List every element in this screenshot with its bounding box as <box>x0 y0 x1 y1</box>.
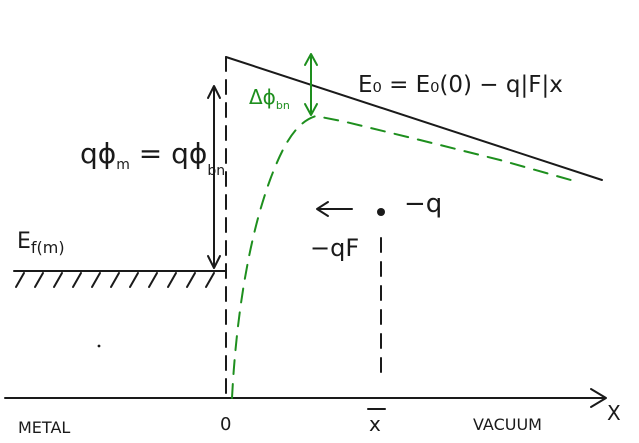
charge-label: −q <box>404 189 442 219</box>
force-arrowhead <box>316 201 329 217</box>
origin-label: 0 <box>220 414 231 435</box>
fermi-level-label: Ef(m) <box>17 229 65 257</box>
metal-hatching <box>15 272 215 288</box>
force-label: −qF <box>310 234 359 262</box>
work-function-arrowhead-bottom <box>207 255 221 269</box>
delta-phi-label: Δϕbn <box>249 85 290 112</box>
x-axis-label: X <box>607 401 621 425</box>
vacuum-level-line <box>225 56 603 181</box>
stray-dot <box>97 344 101 348</box>
vacuum-label: VACUUM <box>473 415 542 434</box>
x-axis-arrowhead <box>590 388 607 408</box>
effective-barrier-curve <box>231 115 579 399</box>
metal-label: METAL <box>18 418 70 437</box>
delta-phi-arrowhead-bottom <box>304 103 318 116</box>
work-function-label: qϕm = qϕbn <box>80 137 225 179</box>
charge-dot <box>377 208 385 216</box>
x-bar-label: x <box>369 412 381 436</box>
vacuum-level-equation: E₀ = E₀(0) − q|F|x <box>358 72 563 98</box>
delta-phi-arrowhead-top <box>304 53 318 66</box>
work-function-arrowhead-top <box>207 85 221 99</box>
